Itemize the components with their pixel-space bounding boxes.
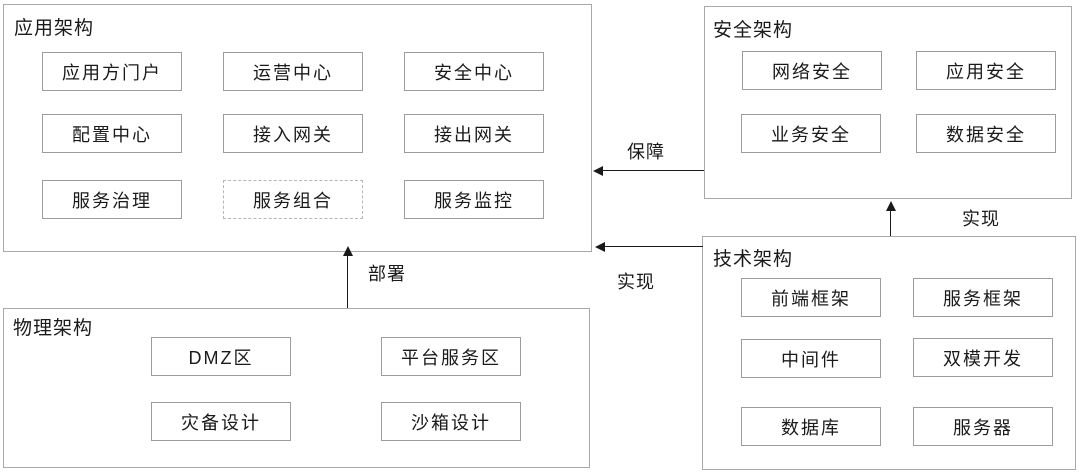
dmz-zone-box: DMZ区 bbox=[151, 337, 291, 376]
disaster-recovery-design-box: 灾备设计 bbox=[151, 402, 291, 441]
application-architecture-title: 应用架构 bbox=[14, 18, 95, 39]
physical-architecture-section: 物理架构 DMZ区 平台服务区 灾备设计 沙箱设计 bbox=[3, 308, 590, 468]
realize-to-app-arrow-line bbox=[605, 246, 703, 247]
realize-to-security-arrow-line bbox=[890, 210, 891, 236]
middleware-box: 中间件 bbox=[741, 339, 881, 378]
application-security-box: 应用安全 bbox=[916, 51, 1056, 90]
app-portal-box: 应用方门户 bbox=[42, 52, 182, 91]
realize-to-security-arrow-label: 实现 bbox=[962, 209, 1000, 229]
platform-service-zone-box: 平台服务区 bbox=[381, 337, 521, 376]
inbound-gateway-box: 接入网关 bbox=[223, 114, 363, 153]
technology-architecture-title: 技术架构 bbox=[713, 249, 794, 270]
deploy-arrowhead-icon bbox=[343, 246, 353, 256]
frontend-framework-box: 前端框架 bbox=[741, 278, 881, 317]
service-monitoring-box: 服务监控 bbox=[404, 180, 544, 219]
data-security-box: 数据安全 bbox=[916, 114, 1056, 153]
service-composition-box: 服务组合 bbox=[223, 180, 363, 219]
service-framework-box: 服务框架 bbox=[913, 278, 1053, 317]
deploy-arrow-line bbox=[347, 255, 348, 308]
guarantee-arrowhead-icon bbox=[593, 166, 603, 176]
network-security-box: 网络安全 bbox=[742, 51, 882, 90]
security-architecture-title: 安全架构 bbox=[713, 20, 794, 41]
server-box: 服务器 bbox=[913, 407, 1053, 446]
realize-to-app-arrowhead-icon bbox=[595, 242, 605, 252]
security-architecture-section: 安全架构 网络安全 应用安全 业务安全 数据安全 bbox=[704, 6, 1072, 199]
guarantee-arrow-line bbox=[603, 170, 704, 171]
application-architecture-section: 应用架构 应用方门户 运营中心 安全中心 配置中心 接入网关 接出网关 服务治理… bbox=[3, 4, 592, 252]
guarantee-arrow-label: 保障 bbox=[627, 142, 665, 162]
technology-architecture-section: 技术架构 前端框架 服务框架 中间件 双模开发 数据库 服务器 bbox=[702, 236, 1076, 470]
database-box: 数据库 bbox=[741, 407, 881, 446]
security-center-box: 安全中心 bbox=[404, 52, 544, 91]
realize-to-app-arrow-label: 实现 bbox=[617, 272, 655, 292]
physical-architecture-title: 物理架构 bbox=[13, 318, 94, 339]
business-security-box: 业务安全 bbox=[741, 114, 881, 153]
outbound-gateway-box: 接出网关 bbox=[404, 114, 544, 153]
realize-to-security-arrowhead-icon bbox=[886, 201, 896, 211]
deploy-arrow-label: 部署 bbox=[368, 264, 406, 284]
config-center-box: 配置中心 bbox=[42, 114, 182, 153]
dual-mode-dev-box: 双模开发 bbox=[913, 338, 1053, 377]
operation-center-box: 运营中心 bbox=[223, 52, 363, 91]
service-governance-box: 服务治理 bbox=[42, 180, 182, 219]
sandbox-design-box: 沙箱设计 bbox=[381, 402, 521, 441]
